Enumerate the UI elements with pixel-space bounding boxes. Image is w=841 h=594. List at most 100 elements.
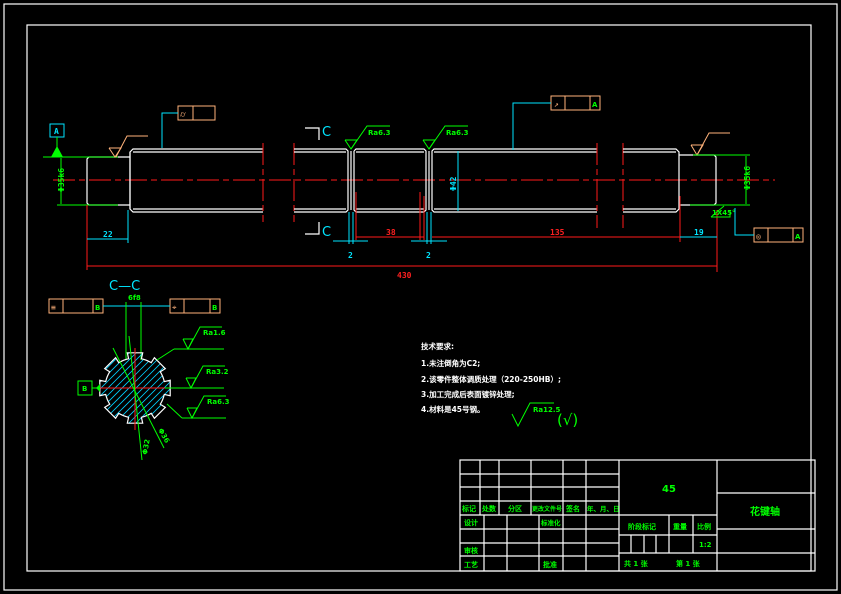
roughness-groove-left-label: Ra6.3 (368, 129, 391, 137)
parallelism-datum-label: B (95, 304, 100, 312)
header-signature: 签名 (565, 504, 580, 513)
section-marker-bottom: C (305, 222, 331, 240)
roughness-leader (191, 395, 226, 419)
design-label: 设计 (464, 518, 478, 527)
scale-label: 比例 (697, 522, 711, 531)
outer-diameter-label: Φ36 (156, 427, 171, 445)
title-block: 标记 处数 分区 更改文件号 签名 年、月、日 设计 标准化 审核 工艺 批准 … (459, 459, 816, 572)
roughness-bottom-label: Ra6.3 (207, 398, 230, 406)
roughness-symbol-icon (344, 139, 358, 150)
spline-segment-2 (294, 148, 349, 213)
roughness-symbol-icon (182, 338, 194, 351)
circular-runout-icon: ↗ (554, 100, 559, 109)
spline-segment-4 (431, 148, 597, 213)
diameter-leader (128, 335, 143, 461)
technical-requirements: 技术要求: 1.未注倒角为C2; 2.该零件整体调质处理（220-250HB）;… (421, 341, 578, 429)
datum-b-triangle-icon (96, 384, 100, 392)
gdt-leader (512, 102, 551, 150)
parallelism-icon: ≡ (51, 303, 56, 312)
spline-width-label: 6f8 (128, 294, 141, 302)
spline-segment-3 (353, 148, 427, 213)
header-count: 处数 (481, 504, 497, 513)
runout-datum-label: A (592, 101, 598, 109)
header-date: 年、月、日 (587, 504, 620, 513)
diameter-leader (112, 347, 165, 449)
section-title: C—C (109, 279, 140, 294)
header-mark: 标记 (461, 504, 476, 513)
section-arrow (305, 222, 320, 235)
right-section-length-label: 135 (550, 228, 565, 237)
chamfer-label: 1X45° (712, 209, 736, 217)
tech-req-heading: 技术要求: (421, 341, 454, 351)
roughness-symbol-icon (186, 407, 198, 420)
header-change-doc: 更改文件号 (532, 505, 562, 513)
section-arrow (305, 127, 320, 140)
roughness-leader (190, 365, 225, 389)
other-roughness-symbol: (√) (557, 411, 578, 429)
stage-mark-label: 阶段标记 (628, 522, 656, 531)
roughness-symbol-icon (422, 139, 436, 150)
tech-req-item: 1.未注倒角为C2; (421, 358, 480, 368)
datum-a-label: A (54, 127, 59, 136)
process-label: 工艺 (464, 560, 478, 569)
section-marker-bottom-label: C (322, 225, 331, 240)
left-diameter-label: Φ35k6 (57, 168, 66, 192)
roughness-symbol-icon (108, 147, 122, 158)
middle-length-label: 38 (386, 228, 396, 237)
hatch-line (0, 338, 95, 438)
roughness-leader (156, 348, 175, 361)
spline-diameter-label: Φ42 (449, 176, 458, 191)
roughness-right-journal (690, 132, 730, 156)
section-marker-top-label: C (322, 125, 331, 140)
roughness-leader (428, 125, 468, 150)
scale-value: 1:2 (699, 541, 712, 549)
datum-b-label: B (82, 385, 87, 393)
groove-right-width-label: 2 (426, 251, 431, 260)
roughness-top-label: Ra1.6 (203, 329, 226, 337)
right-diameter-label: Φ35k6 (743, 166, 752, 190)
position-icon: ⌖ (172, 303, 177, 312)
sheets-total: 共 1 张 (624, 559, 649, 568)
weight-label: 重量 (673, 522, 687, 531)
standardization-label: 标准化 (540, 518, 561, 527)
position-datum-label: B (212, 304, 217, 312)
material-label: 45 (662, 484, 676, 495)
shaft-main-view (53, 143, 775, 228)
chamfer-leader (710, 205, 725, 218)
roughness-middle-label: Ra3.2 (206, 368, 229, 376)
tech-req-item: 2.该零件整体调质处理（220-250HB）; (421, 374, 561, 384)
concentricity-datum-label: A (795, 233, 801, 241)
left-journal-outline (86, 156, 130, 206)
spline-section-outline (99, 352, 171, 424)
concentricity-frame: ◎ A (734, 208, 804, 243)
approve-label: 批准 (543, 560, 557, 569)
gdt-leader (161, 112, 178, 148)
tech-req-item: 4.材料是45号钢。 (421, 404, 485, 414)
section-marker-top: C (305, 125, 331, 140)
inner-frame (26, 24, 812, 572)
right-journal-length-label: 19 (694, 228, 704, 237)
roughness-left-journal (108, 135, 148, 158)
groove-left-width-label: 2 (348, 251, 353, 260)
roughness-leader (115, 135, 148, 158)
roughness-leader (166, 403, 183, 419)
header-zone: 分区 (508, 504, 522, 513)
roughness-symbol-icon (185, 377, 197, 390)
tech-req-item: 3.加工完成后表面镀锌处理; (421, 389, 515, 399)
general-roughness-label: Ra12.5 (533, 406, 561, 414)
section-view: C—C ≡ B ⌖ B 6f8 B (0, 279, 230, 461)
review-label: 审核 (464, 546, 478, 555)
roughness-leader (350, 125, 390, 150)
left-journal-length-label: 22 (103, 230, 113, 239)
concentricity-icon: ◎ (756, 232, 761, 241)
roughness-leader (187, 326, 222, 350)
drawing-title: 花键轴 (750, 505, 780, 518)
cylindricity-icon: ⌭ (180, 110, 186, 119)
inner-diameter-label: Φ32 (141, 438, 152, 455)
sheet-number: 第 1 张 (676, 559, 701, 568)
outer-frame (3, 3, 838, 591)
cylindricity-frame: ⌭ (161, 105, 216, 148)
runout-frame: ↗ A (512, 95, 601, 150)
roughness-leader (696, 132, 730, 156)
spline-segment-5 (623, 148, 680, 213)
